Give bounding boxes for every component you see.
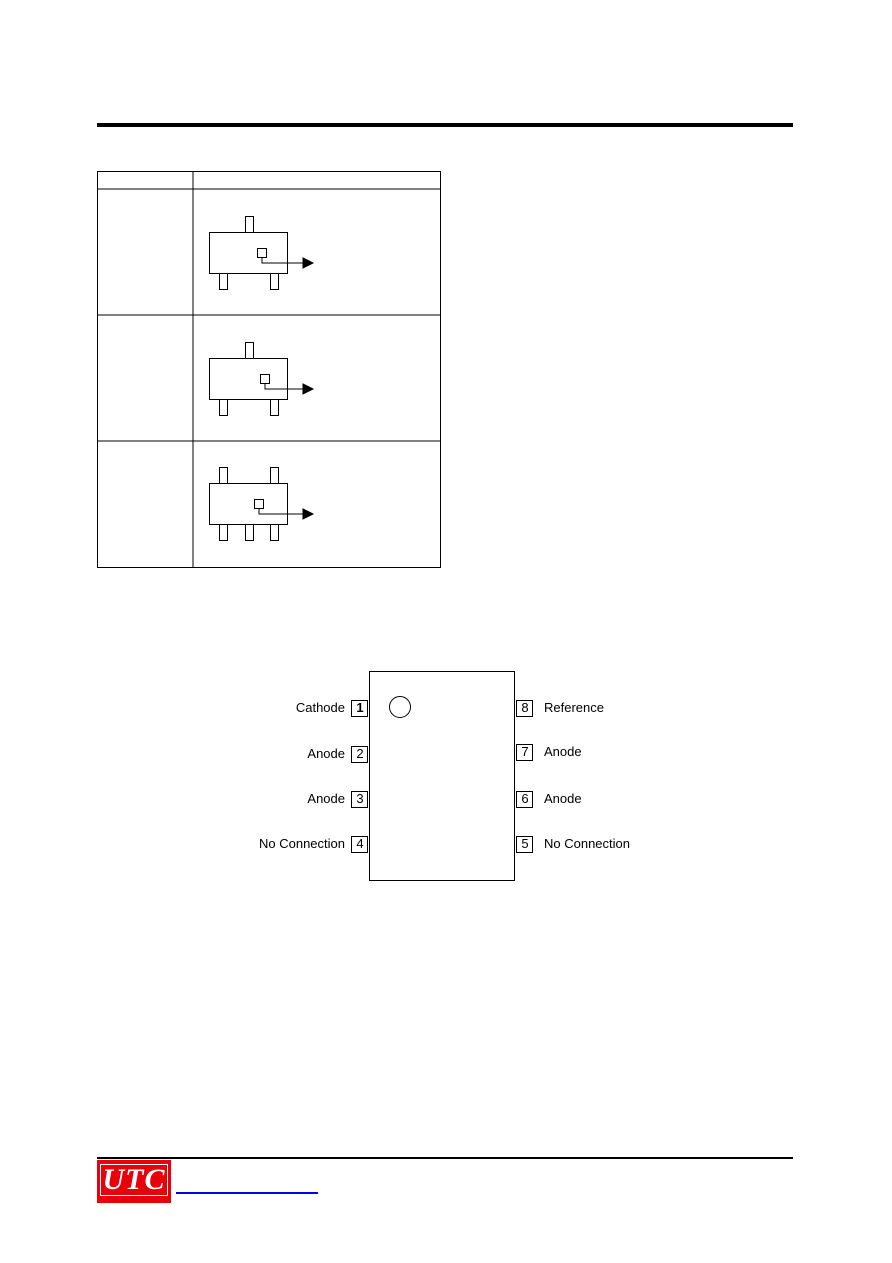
utc-logo-text: UTC xyxy=(102,1163,166,1196)
marking-table-drawing xyxy=(97,171,441,568)
pin-number-3: 3 xyxy=(356,791,364,806)
header-rule xyxy=(97,123,793,127)
pin-name-4: No Connection xyxy=(259,836,345,851)
pin-name-7: Anode xyxy=(544,744,582,759)
pin-number-8: 8 xyxy=(521,700,529,715)
pin-name-6: Anode xyxy=(544,791,582,806)
website-link[interactable] xyxy=(176,1192,318,1194)
pin-number-5: 5 xyxy=(521,836,529,851)
pin-name-2: Anode xyxy=(307,746,345,761)
package-drawing-row-3 xyxy=(209,467,315,541)
pin-number-7: 7 xyxy=(521,744,529,759)
ic-body xyxy=(369,671,515,881)
marking-table xyxy=(97,171,441,568)
pin-number-6: 6 xyxy=(521,791,529,806)
pin-name-5: No Connection xyxy=(544,836,630,851)
pin-number-4: 4 xyxy=(356,836,364,851)
pin-number-2: 2 xyxy=(356,746,364,761)
pin-name-1: Cathode xyxy=(295,700,345,715)
arrow-icon xyxy=(302,383,315,395)
pin1-marker xyxy=(260,374,270,384)
pin1-marker xyxy=(254,499,264,509)
pin-name-3: Anode xyxy=(307,791,345,806)
arrow-icon xyxy=(302,257,315,269)
footer-rule xyxy=(97,1157,793,1159)
utc-logo: UTC xyxy=(97,1160,171,1203)
arrow-icon xyxy=(302,508,315,520)
package-drawing-row-1 xyxy=(209,216,315,290)
pin1-dot-icon xyxy=(389,696,411,718)
pin-name-8: Reference xyxy=(544,700,604,715)
pin-number-1: 1 xyxy=(356,700,364,715)
package-drawing-row-2 xyxy=(209,342,315,416)
pin1-marker xyxy=(257,248,267,258)
table-border xyxy=(97,171,441,568)
